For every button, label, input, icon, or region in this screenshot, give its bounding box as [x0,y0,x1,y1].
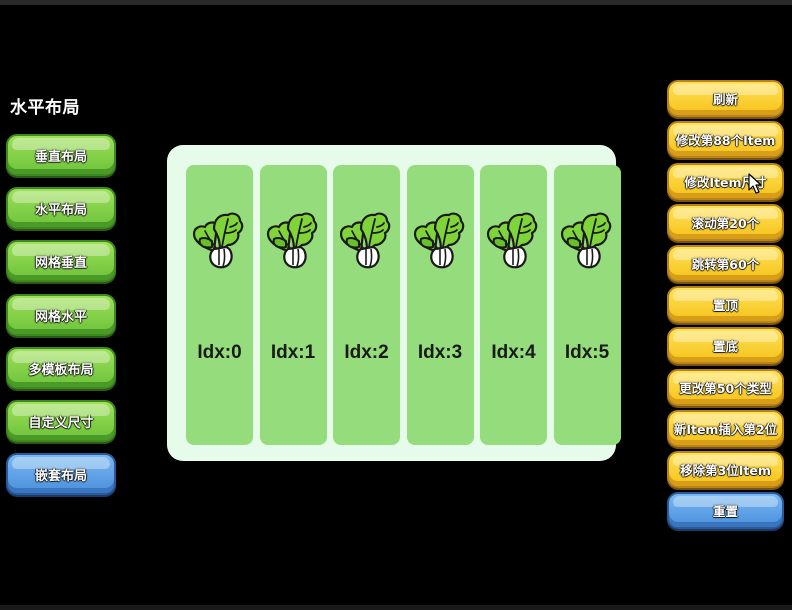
bok-choy-icon [192,211,246,269]
scroll-to-bottom-button[interactable]: 置底 [667,327,784,364]
list-item[interactable]: Idx:5 [553,165,621,445]
jump-to-60-button[interactable]: 跳转第60个 [667,245,784,282]
list-item[interactable]: Idx:2 [333,165,400,445]
button-label: 嵌套布局 [34,468,87,484]
list-item-label: Idx:0 [197,342,242,363]
button-label: 更改第50个类型 [679,381,772,396]
grid-vertical-button[interactable]: 网格垂直 [6,240,116,282]
bok-choy-icon [560,211,614,269]
button-label: 网格垂直 [34,255,87,271]
button-label: 滚动第20个 [691,216,760,231]
modify-item-size-button[interactable]: 修改Item尺寸 [667,163,784,200]
custom-size-button[interactable]: 自定义尺寸 [6,400,116,442]
section-title: 水平布局 [10,98,80,118]
button-label: 多模板布局 [28,362,94,378]
button-label: 置顶 [712,298,738,313]
bok-choy-icon [413,211,467,269]
multi-template-layout-button[interactable]: 多模板布局 [6,347,116,389]
list-item[interactable]: Idx:3 [406,165,474,445]
bok-choy-icon [266,211,320,269]
button-label: 置底 [712,339,738,354]
mouse-cursor-icon [748,173,762,194]
bottom-bar [0,605,792,610]
list-item-label: Idx:2 [344,342,389,363]
bok-choy-icon [486,211,540,269]
scroll-list-viewport[interactable]: Idx:0 Idx:1 Idx:2 Idx:3 Idx:4 Idx:5 [186,165,621,445]
button-label: 移除第3位Item [680,463,771,478]
button-label: 修改Item尺寸 [684,175,767,190]
button-label: 刷新 [712,92,738,107]
button-label: 垂直布局 [34,149,87,165]
list-item-label: Idx:4 [491,342,536,363]
reset-button[interactable]: 重置 [667,492,784,529]
button-label: 修改第88个Item [675,133,776,148]
button-label: 自定义尺寸 [28,415,94,431]
list-item[interactable]: Idx:1 [259,165,327,445]
horizontal-layout-button[interactable]: 水平布局 [6,187,116,229]
scroll-to-20-button[interactable]: 滚动第20个 [667,204,784,241]
list-item-label: Idx:5 [564,342,610,363]
nested-layout-button[interactable]: 嵌套布局 [6,453,116,495]
top-bar [0,0,792,5]
scroll-to-top-button[interactable]: 置顶 [667,286,784,323]
button-label: 新Item插入第2位 [673,422,778,437]
bok-choy-icon [339,211,393,269]
list-item-label: Idx:3 [417,342,463,363]
scroll-list-panel: Idx:0 Idx:1 Idx:2 Idx:3 Idx:4 Idx:5 [167,145,621,461]
remove-item-3-button[interactable]: 移除第3位Item [667,451,784,488]
button-label: 网格水平 [34,309,87,325]
button-label: 重置 [712,504,738,519]
list-item[interactable]: Idx:4 [480,165,547,445]
insert-item-at-2-button[interactable]: 新Item插入第2位 [667,410,784,447]
list-item-label: Idx:1 [270,342,316,363]
grid-horizontal-button[interactable]: 网格水平 [6,294,116,336]
button-label: 跳转第60个 [691,257,760,272]
button-label: 水平布局 [34,202,87,218]
list-item[interactable]: Idx:0 [186,165,253,445]
vertical-layout-button[interactable]: 垂直布局 [6,134,116,176]
modify-item-88-button[interactable]: 修改第88个Item [667,121,784,158]
refresh-button[interactable]: 刷新 [667,80,784,117]
change-item-50-type-button[interactable]: 更改第50个类型 [667,369,784,406]
